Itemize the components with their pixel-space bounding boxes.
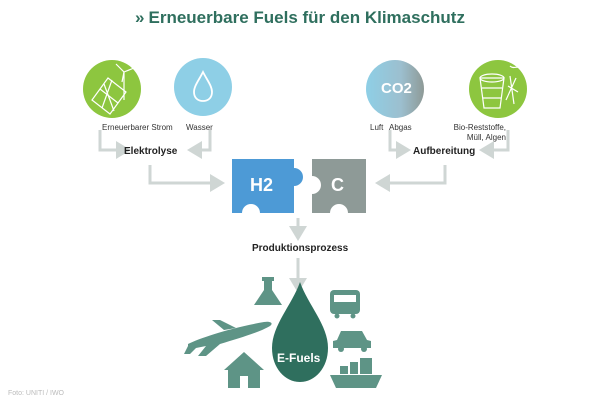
puzzle-c: [312, 159, 366, 213]
label-abgas: Abgas: [389, 123, 412, 132]
ship-icon: [330, 358, 382, 388]
arrow-bio-aufbereitung: [479, 130, 510, 159]
source-co2: [366, 60, 424, 118]
page-title: »Erneuerbare Fuels für den Klimaschutz: [0, 8, 600, 28]
label-bio: Bio-Reststoffe, Müll, Algen: [453, 123, 506, 142]
source-strom: [83, 60, 141, 118]
source-wasser: [174, 58, 232, 116]
biowaste-icon: [479, 65, 523, 109]
flow-arrows: [98, 130, 510, 293]
car-icon: [333, 331, 371, 352]
label-strom: Erneuerbarer Strom: [102, 123, 173, 132]
title-chevron-icon: »: [135, 8, 145, 27]
label-c: C: [331, 175, 344, 195]
solar-panel-wind-turbine-icon: [91, 63, 135, 115]
arrow-wasser-elektrolyse: [187, 130, 212, 159]
arrow-aufbereitung-c: [375, 165, 447, 192]
airplane-icon: [184, 320, 272, 356]
process-aufbereitung: Aufbereitung: [413, 146, 476, 157]
label-wasser: Wasser: [186, 123, 213, 132]
puzzle-h2: [232, 159, 303, 213]
arrow-strom-elektrolyse: [98, 130, 131, 159]
truck-icon: [330, 290, 360, 319]
house-icon: [224, 352, 264, 388]
water-drop-icon: [193, 69, 213, 102]
co2-icon: CO2: [381, 80, 412, 97]
process-elektrolyse: Elektrolyse: [124, 146, 178, 157]
arrow-co2-aufbereitung: [388, 130, 411, 159]
photo-credit: Foto: UNITI / IWO: [8, 390, 65, 397]
flask-icon: [254, 277, 282, 305]
label-efuels: E-Fuels: [277, 351, 321, 365]
title-text: Erneuerbare Fuels für den Klimaschutz: [148, 8, 465, 27]
label-h2: H2: [250, 175, 274, 195]
label-luft: Luft: [370, 123, 384, 132]
efuels-drop: [272, 282, 328, 382]
process-produktion: Produktionsprozess: [252, 243, 349, 254]
source-bio: [469, 60, 527, 118]
arrow-elektrolyse-h2: [148, 165, 225, 192]
